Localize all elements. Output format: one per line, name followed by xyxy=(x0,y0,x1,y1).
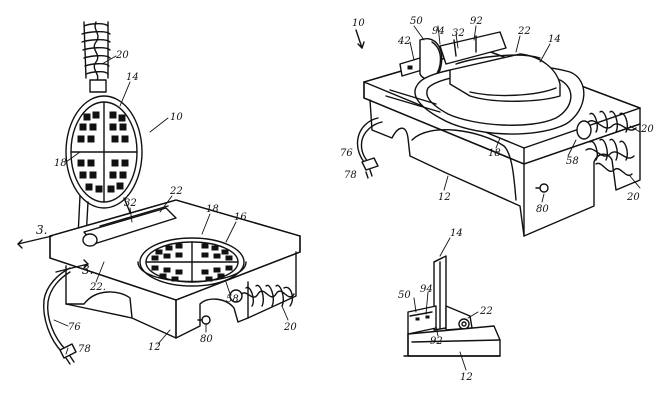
ref-fig1-plate-edge: 18 xyxy=(206,204,219,215)
ref-fig2-assembly: 10 xyxy=(352,18,365,29)
ref-fig1-assembly: 10 xyxy=(170,112,183,123)
ref-fig2-cord: 76 xyxy=(340,148,353,159)
ref-fig3-latch: 94 xyxy=(420,284,433,295)
lid-waffle-cells xyxy=(77,111,129,193)
ref-fig2-hinge-axis: 32 xyxy=(452,28,465,39)
ref-fig1-base: 12 xyxy=(148,342,161,353)
closed-knob xyxy=(539,183,549,193)
ref-fig1-lid: 14 xyxy=(126,72,139,83)
ref-fig3-lid: 14 xyxy=(450,228,463,239)
ref-fig1-lower-grid: 16 xyxy=(234,212,247,223)
leader-lines-fig1 xyxy=(53,55,289,355)
ref-fig3-hinge-bar: 22 xyxy=(479,306,493,317)
figure-open-waffle-iron: 20 14 10 18 22 32 18 16 3. 3. 22. 58 20 … xyxy=(17,21,301,365)
figure-hinge-detail: 14 50 94 22 92 12 xyxy=(398,228,501,383)
ref-fig2-lid: 14 xyxy=(548,34,561,45)
ref-fig3-base: 12 xyxy=(460,372,473,383)
ref-fig2-knob: 80 xyxy=(536,204,549,215)
ref-fig2-hinge-bar: 22 xyxy=(517,26,531,37)
ref-fig2-screw: 58 xyxy=(566,156,579,167)
closed-coil-handles xyxy=(576,110,637,177)
ref-fig2-pin: 92 xyxy=(470,16,483,27)
closed-power-cord xyxy=(356,117,383,179)
ref-fig3-pin: 92 xyxy=(430,336,443,347)
ref-fig2-pivot: 50 xyxy=(410,16,423,27)
ref-fig1-plug: 78 xyxy=(78,344,91,355)
ref-fig1-hinge-bar: 22 xyxy=(169,186,183,197)
ref-fig2-handle-b: 20 xyxy=(626,192,640,203)
ref-fig2-handle-a: 20 xyxy=(640,124,654,135)
ref-fig2-base: 12 xyxy=(438,192,451,203)
base-coil-handle xyxy=(229,284,295,307)
ref-fig1-cord: 76 xyxy=(68,322,81,333)
leader-lines-fig3 xyxy=(413,237,479,371)
ref-fig2-block: 42 xyxy=(397,36,411,47)
ref-fig2-rim: 18 xyxy=(488,148,501,159)
ref-fig1-hinge-axis: 32 xyxy=(124,198,137,209)
ref-fig2-plug: 78 xyxy=(344,170,357,181)
ref-fig1-knob: 80 xyxy=(200,334,213,345)
power-cord xyxy=(43,267,77,365)
leader-lines-fig2 xyxy=(409,25,641,203)
ref-fig1-grid-upper: 18 xyxy=(54,158,67,169)
section-line xyxy=(17,235,89,273)
base-platform xyxy=(49,199,301,301)
figure-closed-waffle-iron: 10 50 94 92 42 32 22 14 18 76 78 58 12 8… xyxy=(340,16,654,237)
ref-fig3-pivot: 50 xyxy=(398,290,411,301)
ref-fig1-handle-right: 20 xyxy=(283,322,297,333)
ref-fig1-section-mark: 3. xyxy=(36,223,47,237)
base-skirt xyxy=(65,251,297,339)
lid-coil-handle xyxy=(81,21,111,93)
ref-fig2-latch: 94 xyxy=(432,26,445,37)
open-lid-plate xyxy=(65,95,143,239)
ref-fig1-hinge-side: 22. xyxy=(89,282,106,293)
ref-fig1-screw: 58 xyxy=(226,294,239,305)
ref-fig1-section-mark-2: 3. xyxy=(82,263,93,277)
ref-fig1-handle-top: 20 xyxy=(115,50,129,61)
